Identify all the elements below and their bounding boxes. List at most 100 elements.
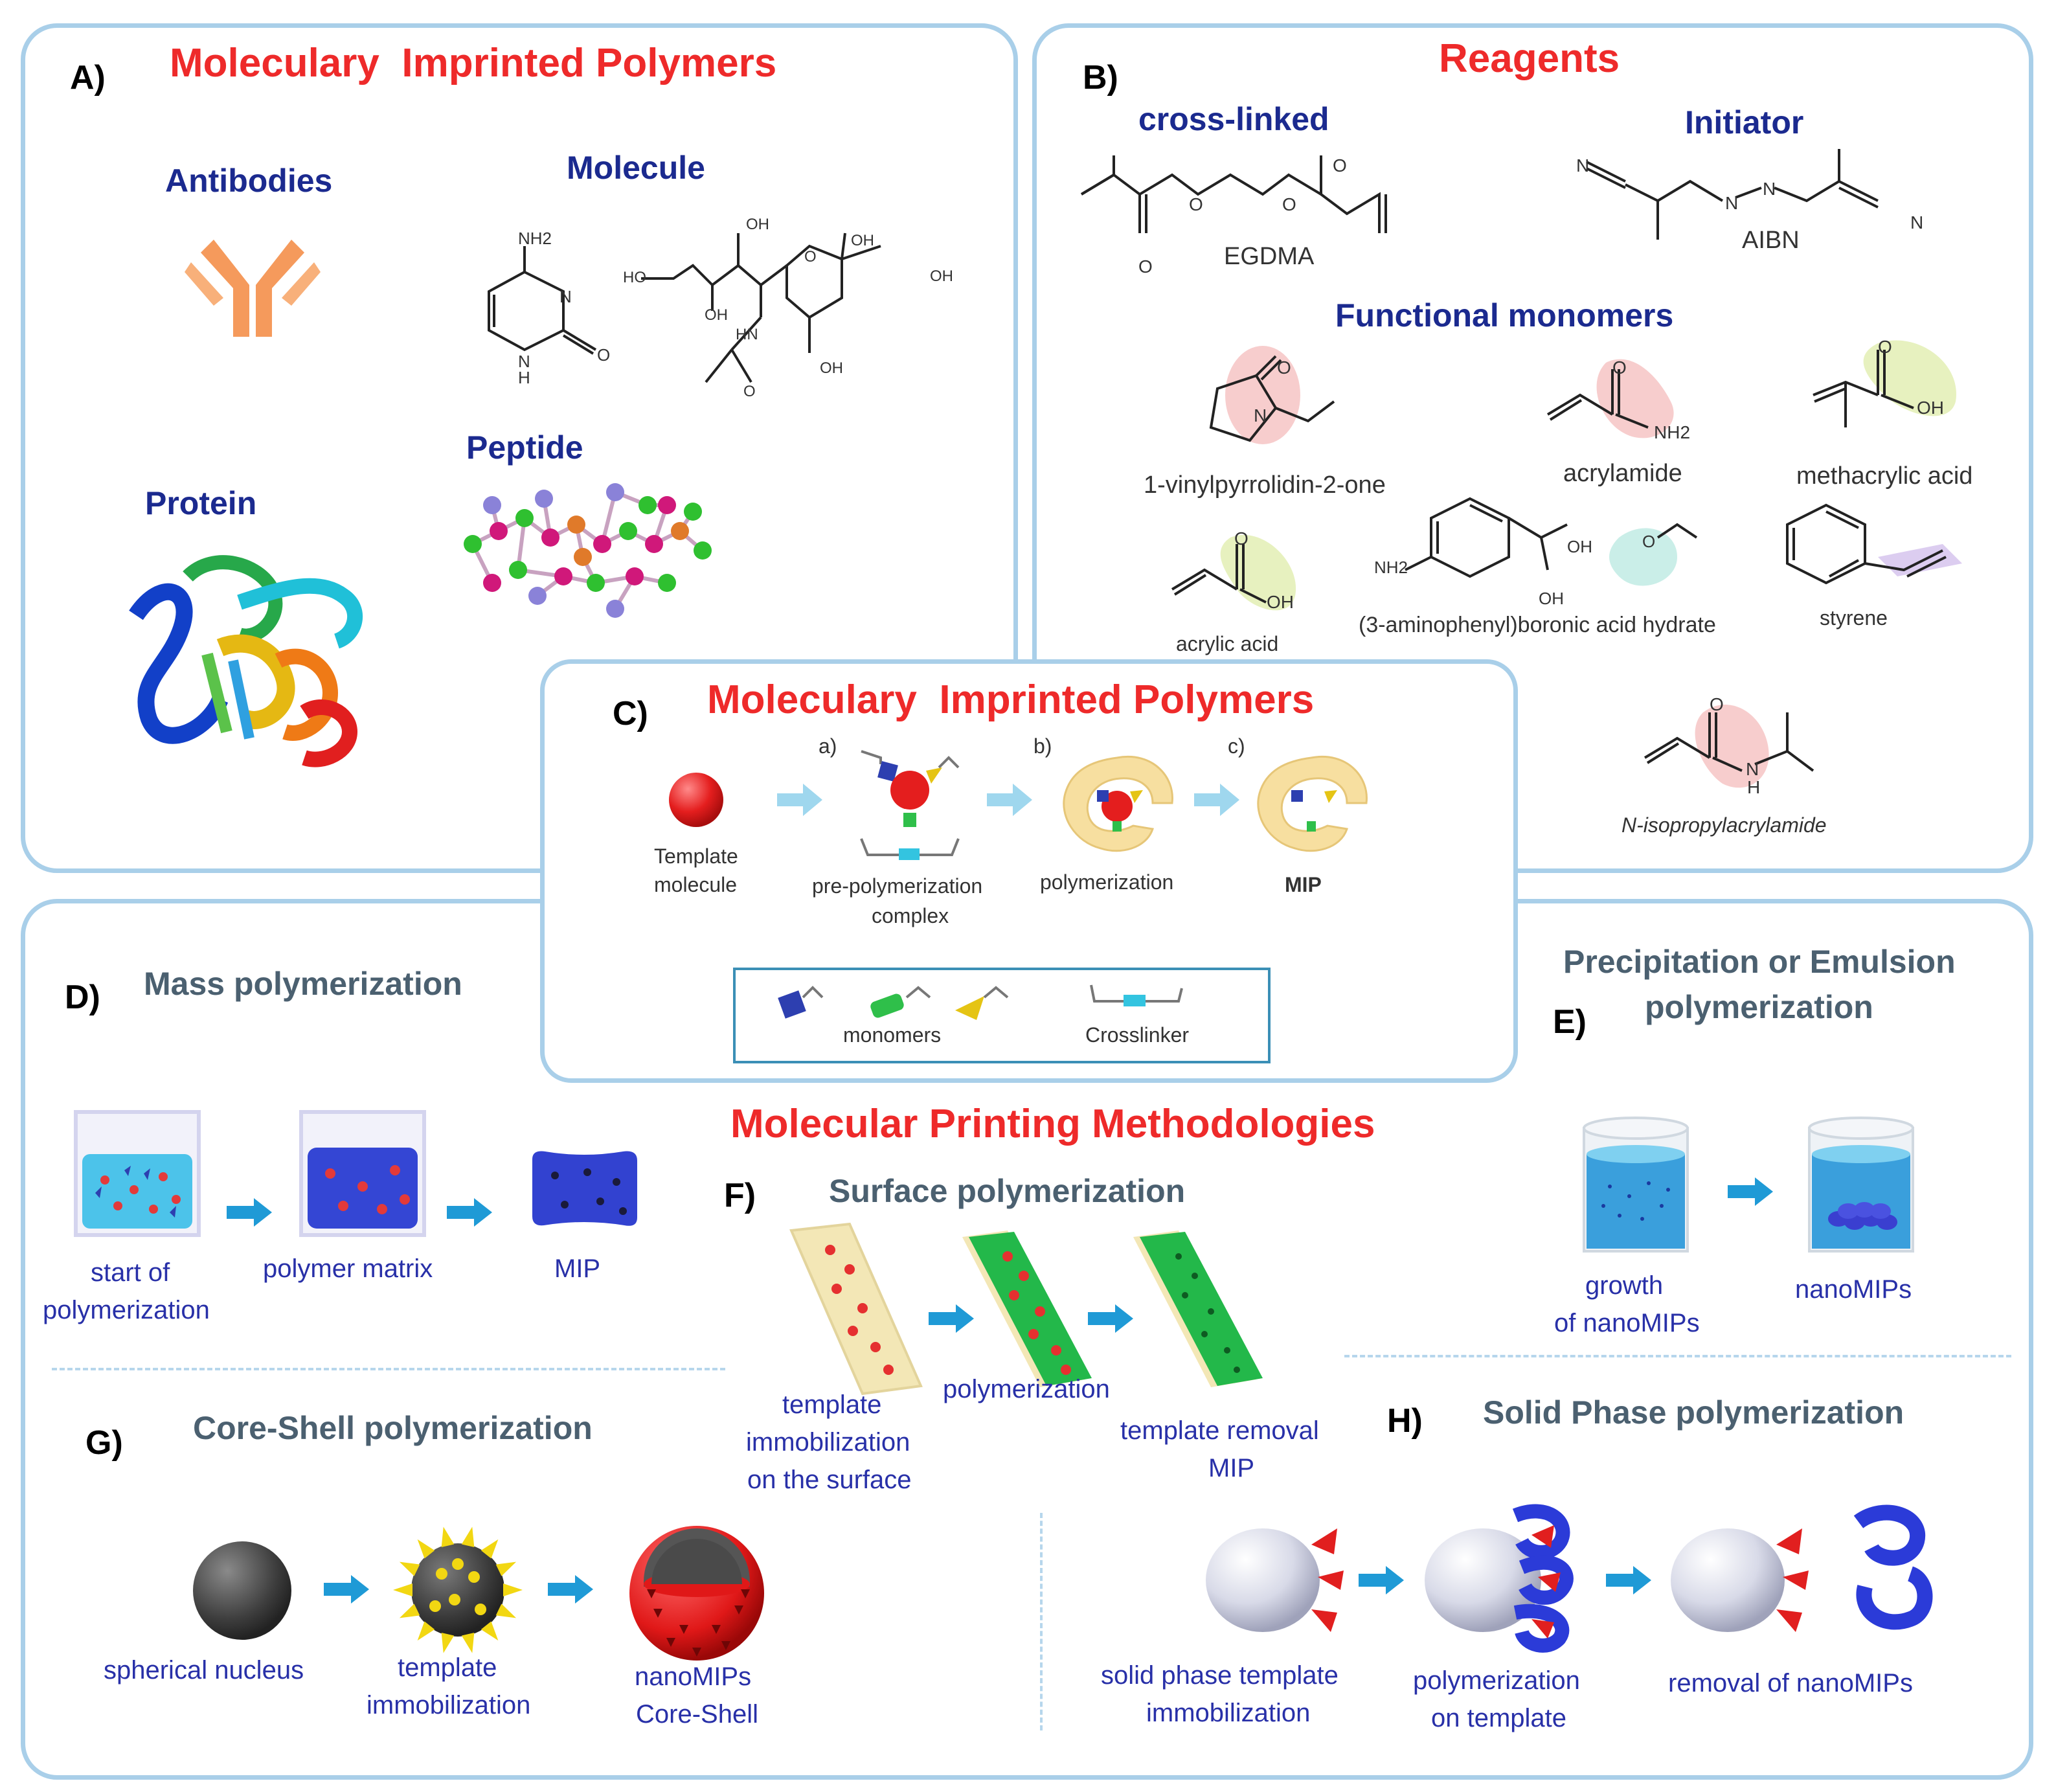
spherical-nucleus-icon <box>193 1541 291 1640</box>
sialic-acid-structure-icon <box>641 233 881 383</box>
start-of-polymerization-beaker-icon <box>74 1110 201 1237</box>
legend-monomers-label: monomers <box>843 1023 942 1047</box>
polymerization-on-template-icon <box>1425 1504 1574 1653</box>
egdma-o1-label: O <box>1189 194 1203 214</box>
acrylic-o-label: O <box>1234 528 1248 549</box>
panel-h-letter: H) <box>1387 1402 1423 1440</box>
egdma-structure-icon <box>1080 155 1387 233</box>
antibodies-label: Antibodies <box>165 163 333 199</box>
template-immobilization-label-2: immobilization <box>746 1428 910 1457</box>
styrene-label: styrene <box>1820 606 1888 629</box>
core-shell-label-1: nanoMIPs <box>635 1662 752 1691</box>
template-removal-label-1: template removal <box>1120 1416 1319 1445</box>
cytosine-nh-label: N <box>518 352 530 371</box>
aibn-n3-label: N <box>1763 179 1776 199</box>
arrow-e1-icon <box>1728 1177 1773 1206</box>
template-immobilized-surface-icon <box>789 1222 923 1396</box>
sialic-oh-top-label: OH <box>746 216 769 233</box>
cytosine-structure-icon <box>488 246 597 355</box>
solid-phase-template-label-2: immobilization <box>1146 1699 1311 1727</box>
divider-right <box>1344 1355 2011 1357</box>
legend-crosslinker-label: Crosslinker <box>1085 1023 1190 1047</box>
antibody-icon <box>185 240 321 337</box>
crosslinked-label: cross-linked <box>1138 101 1329 137</box>
panel-d-letter: D) <box>65 979 100 1016</box>
cytosine-h-label: H <box>518 368 530 387</box>
functional-monomers-label: Functional monomers <box>1335 297 1674 334</box>
arrow-g1-icon <box>324 1575 369 1604</box>
arrow-light-3-icon <box>1194 784 1239 816</box>
methods-title: Molecular Printing Methodologies <box>730 1102 1375 1146</box>
arrow-light-1-icon <box>777 784 822 816</box>
panel-a-letter: A) <box>70 59 106 96</box>
acrylic-acid-structure-icon <box>1171 535 1296 611</box>
template-immobilization-sphere-icon <box>393 1526 523 1653</box>
removal-of-nanomips-label: removal of nanoMIPs <box>1668 1669 1913 1697</box>
panel-b-letter: B) <box>1083 59 1118 96</box>
sialic-ho-left-label: HO <box>623 269 646 286</box>
egdma-label: EGDMA <box>1224 243 1315 270</box>
cytosine-nh2-label: NH2 <box>518 229 552 248</box>
template-immobilization-label-1: template <box>782 1390 882 1419</box>
acrylic-oh-label: OH <box>1267 592 1294 612</box>
boronic-oh1-label: OH <box>1567 537 1592 556</box>
sialic-o-acetyl-label: O <box>743 383 756 400</box>
panel-h-title: Solid Phase polymerization <box>1483 1394 1904 1431</box>
egdma-o2-label: O <box>1282 194 1296 214</box>
nanomips-beaker-icon <box>1808 1117 1914 1253</box>
arrow-light-2-icon <box>987 784 1032 816</box>
template-removal-surface-icon <box>1133 1231 1263 1387</box>
growth-nanomips-label-1: growth <box>1585 1271 1664 1300</box>
mip-block-icon <box>532 1151 637 1226</box>
solid-phase-template-label-1: solid phase template <box>1101 1661 1339 1690</box>
pre-polymerization-complex-icon <box>860 750 960 860</box>
protein-ribbon-icon <box>129 555 363 767</box>
peptide-label: Peptide <box>466 429 583 466</box>
spherical-nucleus-label: spherical nucleus <box>104 1656 304 1684</box>
methacrylic-o-label: O <box>1878 337 1892 357</box>
cytosine-n-label: N <box>559 287 572 306</box>
template-molecule-label-1: Template <box>654 845 738 868</box>
legend-green-monomer-icon <box>870 986 931 1018</box>
methacrylic-acid-structure-icon <box>1813 340 1956 427</box>
divider-left <box>52 1368 725 1370</box>
panel-b-title: Reagents <box>1439 36 1620 81</box>
template-immobilization-label-3: on the surface <box>747 1466 912 1494</box>
panel-a-title: Moleculary Imprinted Polymers <box>170 41 777 85</box>
nanomips-label: nanoMIPs <box>1795 1275 1912 1304</box>
acrylamide-nh2-label: NH2 <box>1654 422 1691 442</box>
aibn-n4-label: N <box>1910 212 1924 233</box>
step-c-label: c) <box>1228 734 1245 758</box>
monomer-legend <box>733 968 1271 1063</box>
polymerization-on-template-label-1: polymerization <box>1413 1666 1580 1695</box>
nipam-o-label: O <box>1710 694 1724 714</box>
template-molecule-label-2: molecule <box>654 873 738 896</box>
sialic-oh-mid-label: OH <box>705 306 728 324</box>
polymer-matrix-label: polymer matrix <box>263 1254 433 1283</box>
surface-polymerization-label: polymerization <box>943 1375 1110 1403</box>
egdma-o3-label: O <box>1138 256 1153 277</box>
polymerization-c-label: polymerization <box>1040 870 1174 894</box>
cytosine-o-label: O <box>597 345 611 365</box>
nipam-n-label: N <box>1746 759 1759 779</box>
peptide-ball-stick-icon <box>464 483 712 618</box>
sialic-hn-label: HN <box>736 326 758 343</box>
start-of-polymerization-label-1: start of <box>91 1258 170 1287</box>
vinylpyrrolidinone-n-label: N <box>1254 405 1267 425</box>
legend-crosslinker-icon <box>1090 984 1183 1006</box>
panel-d-title: Mass polymerization <box>144 966 462 1002</box>
egdma-o4-label: O <box>1333 155 1347 176</box>
arrow-h2-icon <box>1606 1566 1651 1594</box>
growth-nanomips-label-2: of nanoMIPs <box>1554 1309 1700 1337</box>
step-a-label: a) <box>819 734 837 758</box>
core-shell-label-2: Core-Shell <box>636 1700 758 1729</box>
panel-g-letter: G) <box>85 1424 123 1462</box>
mip-d-label: MIP <box>554 1254 601 1283</box>
styrene-structure-icon <box>1786 503 1962 585</box>
methacrylic-oh-label: OH <box>1917 398 1944 418</box>
boronic-acid-label: (3-aminophenyl)boronic acid hydrate <box>1359 613 1716 637</box>
boronic-h2n-label: NH2 <box>1374 558 1408 577</box>
acrylamide-structure-icon <box>1546 359 1674 438</box>
panel-e-title-1: Precipitation or Emulsion <box>1563 944 1956 980</box>
sialic-o-ring-label: O <box>804 248 817 266</box>
